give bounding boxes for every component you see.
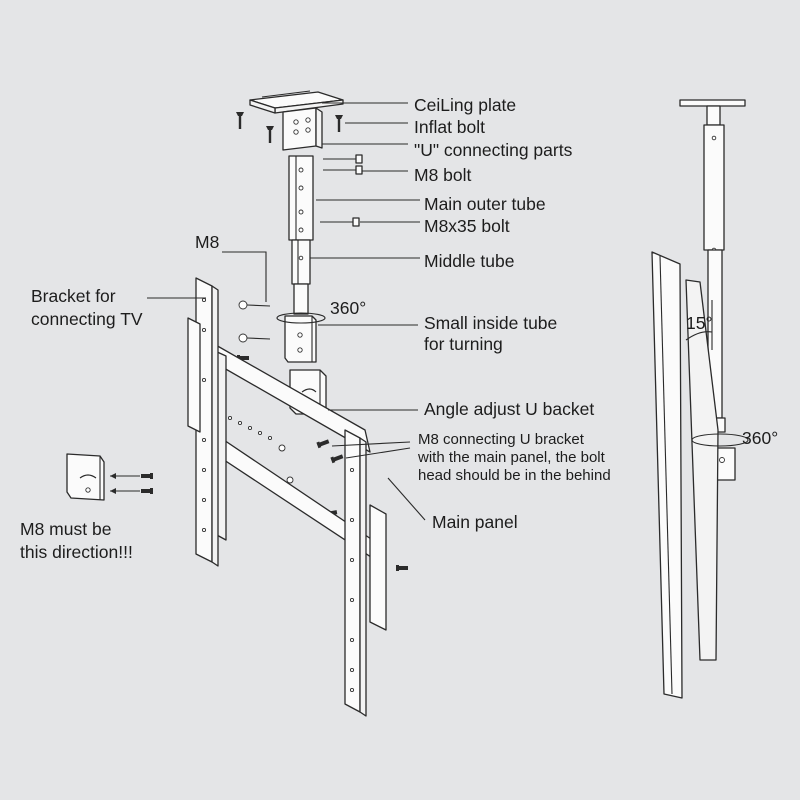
label-this-direction: this direction!!!: [20, 542, 133, 562]
ceiling-plate: [249, 90, 344, 114]
label-u-connecting-parts: "U" connecting parts: [414, 140, 573, 160]
label-m8: M8: [195, 232, 219, 252]
label-main-outer-tube: Main outer tube: [424, 194, 546, 214]
label-m8-connecting-1: M8 connecting U bracket: [418, 431, 585, 448]
middle-tube: [291, 239, 311, 285]
label-middle-tube: Middle tube: [424, 251, 514, 271]
side-view-assembly: [651, 99, 749, 699]
right-tv-bracket: [344, 429, 387, 717]
label-m8-connecting-2: with the main panel, the bolt: [417, 449, 606, 466]
label-m8x35-bolt: M8x35 bolt: [424, 216, 510, 236]
small-inside-tube: [276, 283, 326, 363]
label-rotation-360-center: 360°: [330, 298, 366, 318]
tv-mounting-bolts: [238, 300, 271, 343]
inflat-bolts: [236, 112, 343, 143]
label-rotation-360-side: 360°: [742, 428, 778, 448]
m8-direction-detail: [66, 453, 153, 501]
label-ceiling-plate: CeiLing plate: [414, 95, 516, 115]
u-connecting-parts: [282, 107, 323, 151]
label-main-panel: Main panel: [432, 512, 518, 532]
m8x35-bolt: [320, 217, 360, 227]
label-m8-must-be: M8 must be: [20, 519, 111, 539]
label-small-inside-tube: Small inside tube: [424, 313, 557, 333]
main-outer-tube: [288, 155, 314, 241]
label-tilt-15: 15°: [686, 313, 712, 333]
label-angle-adjust: Angle adjust U backet: [424, 399, 594, 419]
label-m8-connecting-3: head should be in the behind: [418, 467, 611, 484]
label-m8-bolt: M8 bolt: [414, 165, 472, 185]
leader-lines: [147, 102, 426, 521]
m8-bolts: [323, 154, 363, 175]
left-tv-bracket: [187, 277, 219, 567]
label-connecting-tv: connecting TV: [31, 309, 143, 329]
label-inflat-bolt: Inflat bolt: [414, 117, 485, 137]
label-bracket-for: Bracket for: [31, 286, 116, 306]
label-for-turning: for turning: [424, 334, 503, 354]
